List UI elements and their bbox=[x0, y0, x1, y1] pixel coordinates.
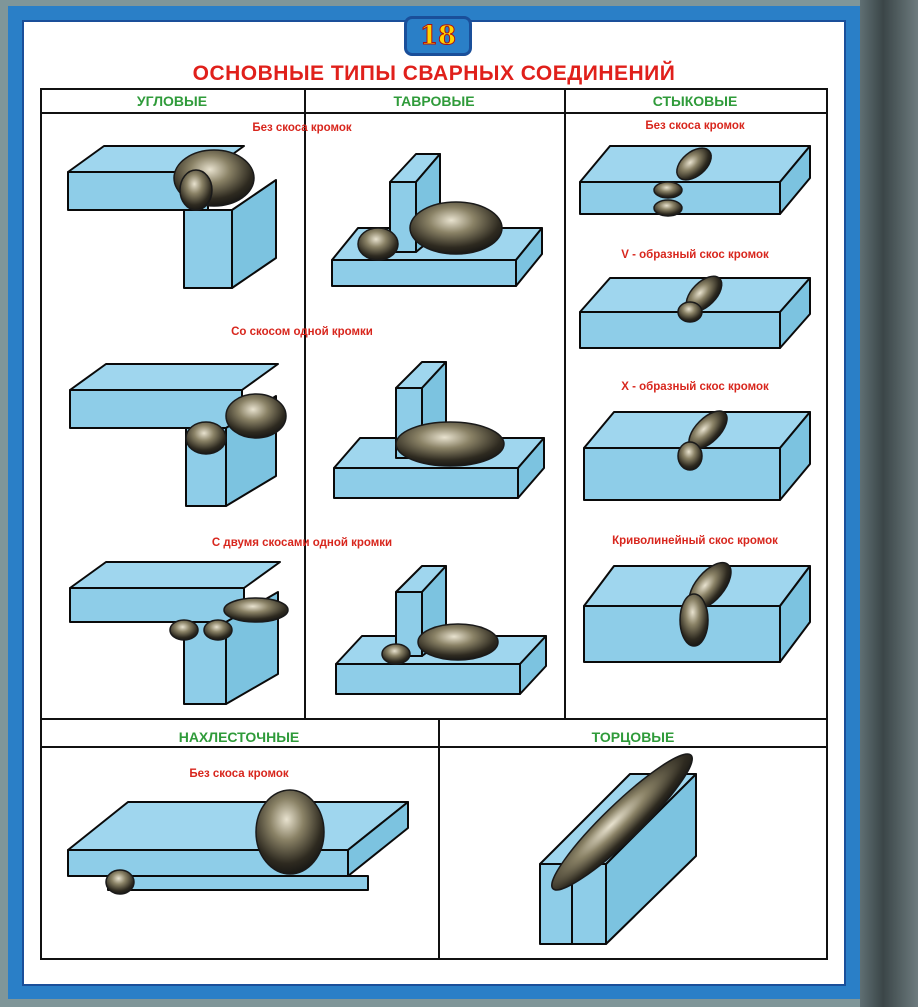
table-bottom-line bbox=[40, 958, 828, 960]
label-no-bevel: Без скоса кромок bbox=[252, 122, 352, 134]
label-v-bevel: V - образный скос кромок bbox=[621, 249, 769, 261]
butt-joint-x-bevel-illustration bbox=[583, 410, 811, 501]
lap-joint-illustration bbox=[67, 789, 409, 895]
label-butt-no-bevel: Без скоса кромок bbox=[645, 120, 745, 132]
page-title: ОСНОВНЫЕ ТИПЫ СВАРНЫХ СОЕДИНЕНИЙ bbox=[192, 62, 676, 85]
butt-joint-v-bevel-illustration bbox=[579, 275, 811, 349]
edge-joint-illustration bbox=[539, 753, 697, 945]
column-divider-lower bbox=[438, 718, 440, 960]
column-divider-2 bbox=[564, 88, 566, 720]
section-divider-line bbox=[40, 718, 828, 720]
page-number: 18 bbox=[419, 21, 457, 52]
corner-joint-single-bevel-illustration bbox=[69, 363, 287, 507]
tee-joint-double-bevel-illustration bbox=[335, 565, 547, 695]
header-bottom-line bbox=[40, 112, 828, 114]
label-double-bevel: С двумя скосами одной кромки bbox=[211, 537, 393, 549]
tee-joint-single-bevel-illustration bbox=[333, 361, 545, 499]
header-edge: ТОРЦОВЫЕ bbox=[591, 729, 675, 745]
butt-joint-curved-bevel-illustration bbox=[583, 561, 811, 663]
table-left-line bbox=[40, 88, 42, 960]
header-tee: ТАВРОВЫЕ bbox=[393, 93, 475, 109]
butt-joint-no-bevel-illustration bbox=[579, 145, 811, 217]
label-single-bevel: Со скосом одной кромки bbox=[231, 326, 373, 338]
corner-joint-no-bevel-illustration bbox=[67, 145, 277, 289]
column-divider-1 bbox=[304, 88, 306, 720]
table-top-line bbox=[40, 88, 828, 90]
tee-joint-no-bevel-illustration bbox=[331, 153, 543, 287]
label-curved-bevel: Криволинейный скос кромок bbox=[612, 535, 778, 547]
table-right-line bbox=[826, 88, 828, 960]
corner-joint-double-bevel-illustration bbox=[69, 561, 289, 705]
page-number-badge: 18 bbox=[404, 16, 472, 56]
lower-header-line bbox=[40, 746, 828, 748]
header-butt: СТЫКОВЫЕ bbox=[652, 93, 738, 109]
header-lap: НАХЛЕСТОЧНЫЕ bbox=[178, 729, 300, 745]
label-lap-no-bevel: Без скоса кромок bbox=[189, 768, 289, 780]
joint-table: УГЛОВЫЕ ТАВРОВЫЕ СТЫКОВЫЕ НАХЛЕСТОЧНЫЕ Т… bbox=[40, 88, 836, 968]
book-spine bbox=[860, 0, 918, 1007]
label-x-bevel: X - образный скос кромок bbox=[621, 381, 769, 393]
header-corner: УГЛОВЫЕ bbox=[136, 93, 208, 109]
